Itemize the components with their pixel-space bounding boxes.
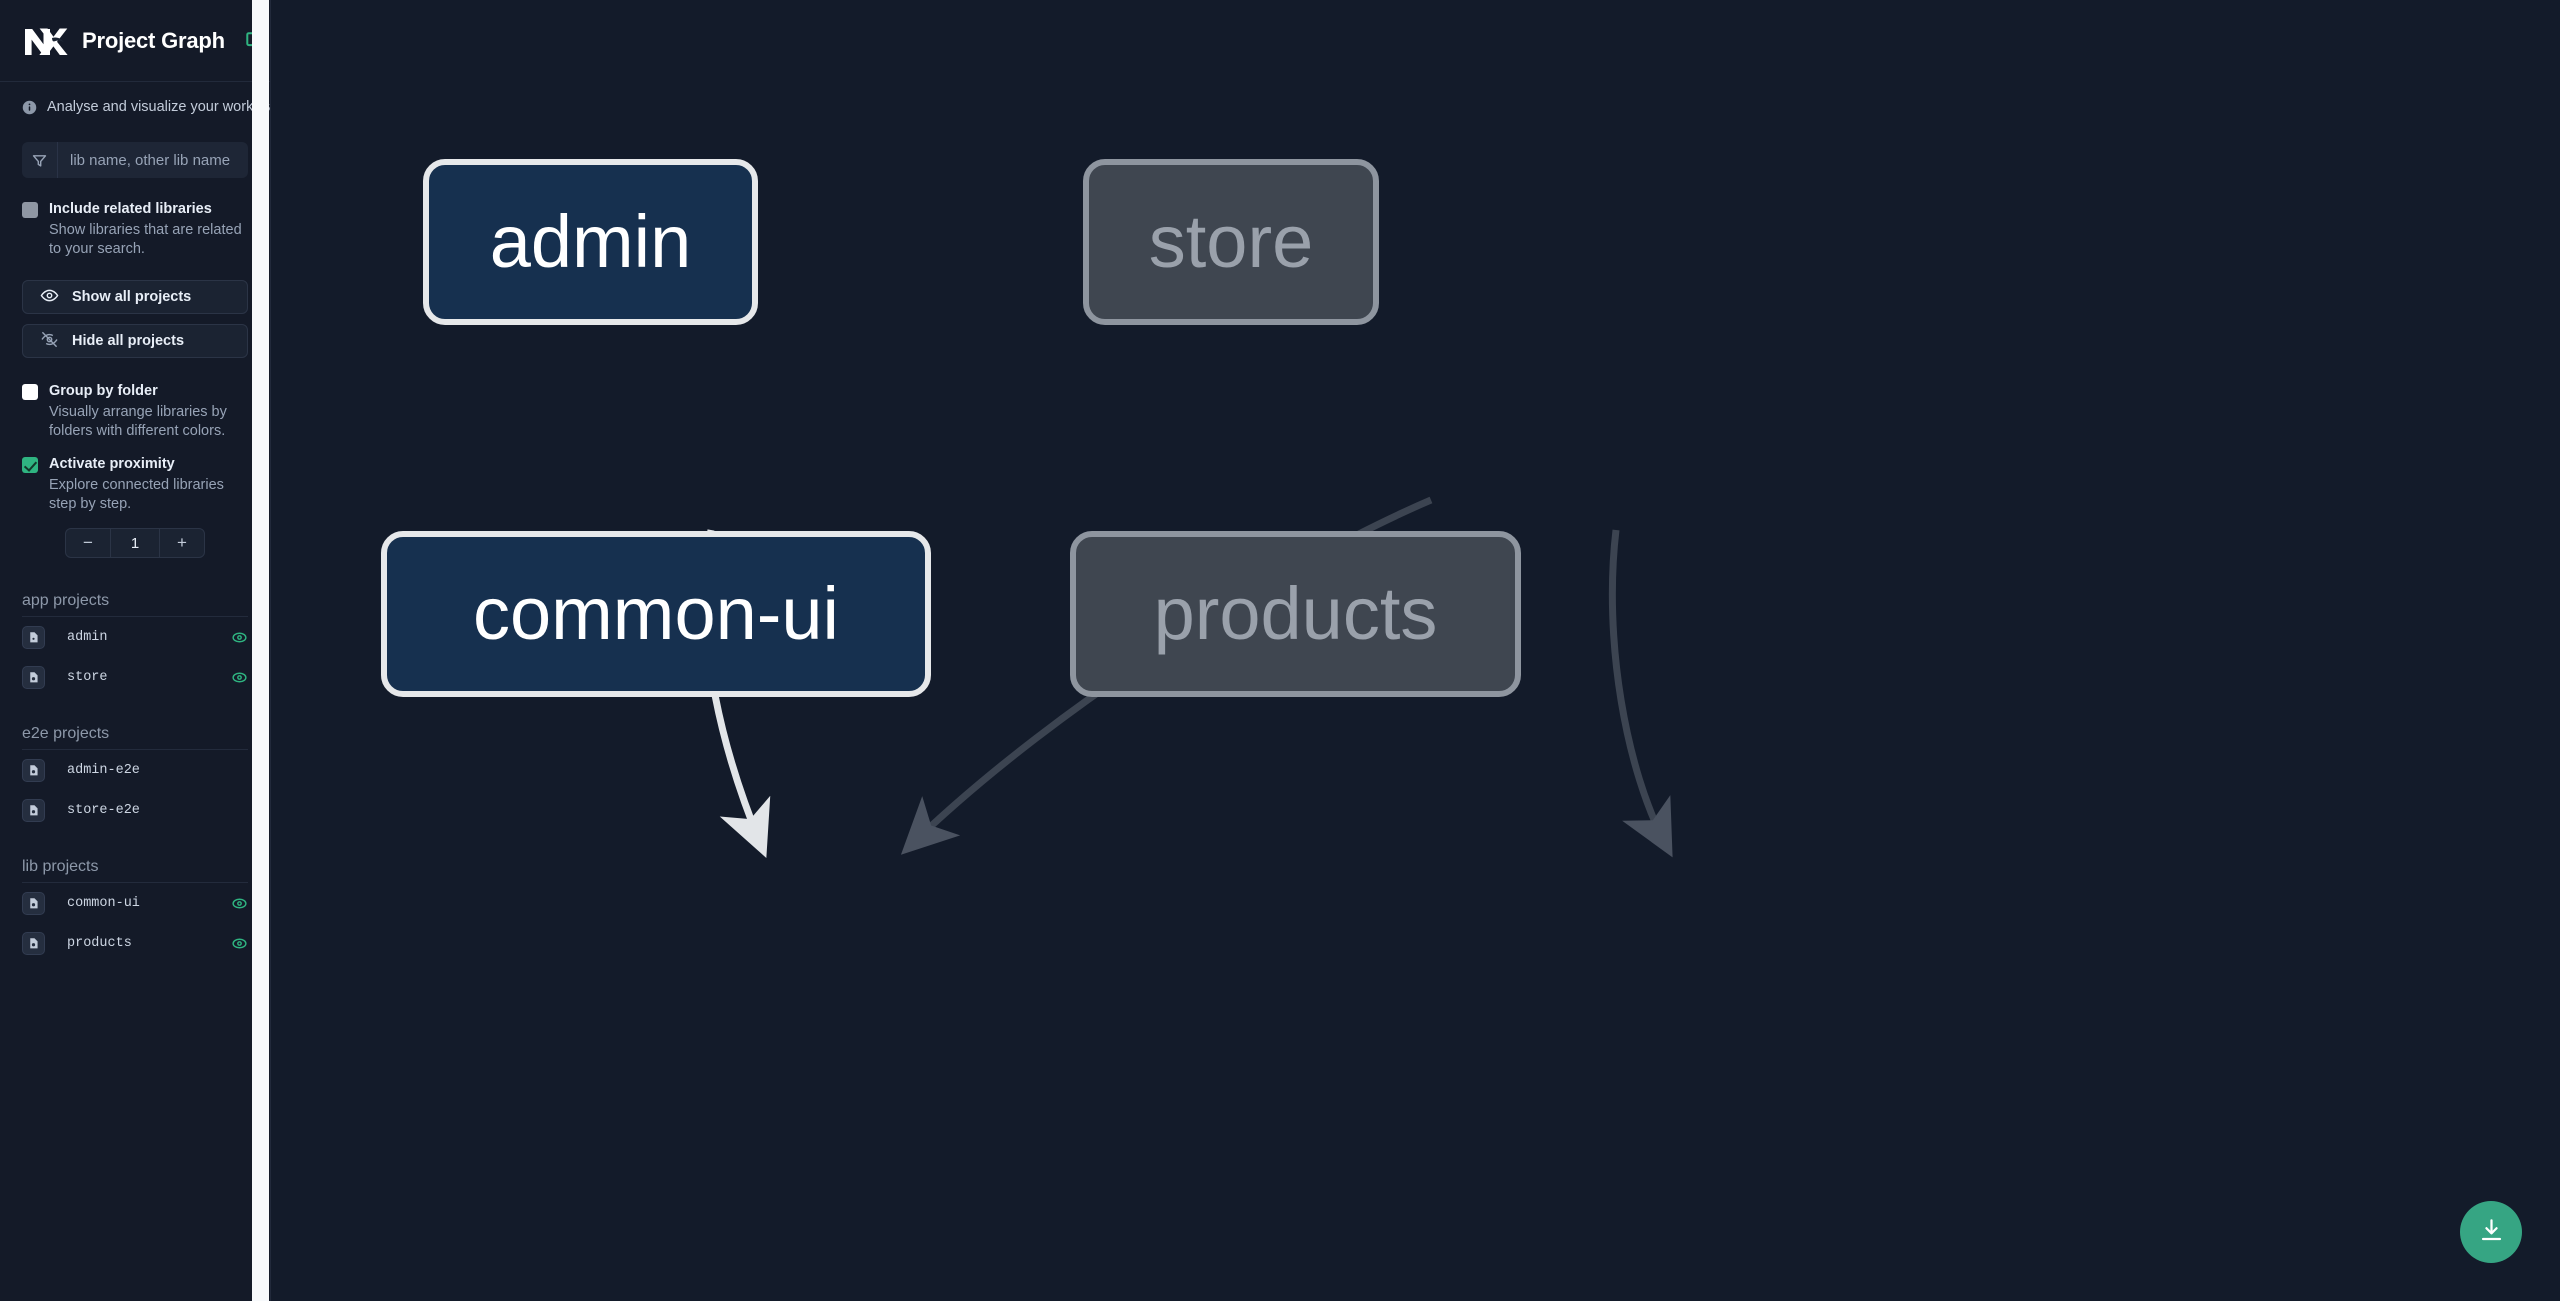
sidebar: Project Graph Analyse and visualize your… (0, 0, 271, 1301)
group-title-lib-projects: lib projects (22, 858, 99, 875)
divider (22, 882, 248, 883)
proximity-value: 1 (110, 529, 160, 557)
proximity-decrement-button[interactable]: − (66, 529, 110, 557)
workspace-info: Analyse and visualize your workspace. (0, 82, 270, 115)
option-description: Show libraries that are related to your … (49, 222, 242, 257)
project-name: admin (67, 629, 108, 645)
project-file-icon (22, 758, 45, 782)
project-file-icon (22, 798, 45, 822)
project-file-icon (22, 665, 45, 689)
project-file-icon (22, 625, 45, 649)
proximity-stepper: − 1 + (22, 528, 248, 558)
eye-icon[interactable] (231, 669, 248, 686)
proximity-increment-button[interactable]: + (160, 529, 204, 557)
project-name: store (67, 669, 108, 685)
option-label: Activate proximity (49, 456, 175, 472)
search-input[interactable] (58, 142, 248, 178)
group-by-folder-checkbox[interactable] (22, 384, 38, 400)
graph-node-common-ui[interactable]: common-ui (381, 531, 931, 697)
hide-all-projects-button[interactable]: Hide all projects (22, 324, 248, 358)
filter-icon (22, 142, 58, 178)
graph-node-store[interactable]: store (1083, 159, 1379, 325)
option-label: Group by folder (49, 383, 158, 399)
project-row-common-ui[interactable]: common-ui (0, 883, 270, 923)
sidebar-scrollbar[interactable] (252, 0, 269, 1301)
graph-canvas[interactable]: admin store common-ui products (271, 0, 2560, 1301)
graph-node-label: admin (489, 200, 692, 283)
project-name: store-e2e (67, 802, 140, 818)
graph-node-label: store (1148, 200, 1314, 283)
project-row-store[interactable]: store (0, 657, 270, 697)
download-icon (2478, 1217, 2505, 1247)
hide-all-projects-label: Hide all projects (72, 333, 185, 349)
option-include-related-libraries[interactable]: Include related libraries Show libraries… (0, 200, 270, 259)
edge-store-to-products (1608, 529, 1673, 858)
project-row-products[interactable]: products (0, 923, 270, 963)
divider (22, 749, 248, 750)
include-related-libraries-checkbox[interactable] (22, 202, 38, 218)
graph-node-label: products (1153, 572, 1438, 655)
activate-proximity-checkbox[interactable] (22, 457, 38, 473)
eye-icon[interactable] (231, 935, 248, 952)
project-file-icon (22, 931, 45, 955)
workspace-info-text: Analyse and visualize your workspace. (47, 99, 270, 115)
eye-off-icon (40, 330, 59, 353)
project-name: common-ui (67, 895, 140, 911)
project-file-icon (22, 891, 45, 915)
option-label: Include related libraries (49, 201, 212, 217)
option-activate-proximity[interactable]: Activate proximity Explore connected lib… (0, 455, 270, 514)
group-title-e2e-projects: e2e projects (22, 725, 110, 742)
graph-node-label: common-ui (473, 572, 839, 655)
sidebar-header: Project Graph (0, 0, 270, 82)
project-name: admin-e2e (67, 762, 140, 778)
graph-node-products[interactable]: products (1070, 531, 1521, 697)
group-title-app-projects: app projects (22, 592, 110, 609)
divider (22, 616, 248, 617)
page-title: Project Graph (82, 27, 225, 53)
option-description: Explore connected libraries step by step… (49, 477, 224, 512)
eye-icon[interactable] (231, 629, 248, 646)
option-group-by-folder[interactable]: Group by folder Visually arrange librari… (0, 382, 270, 441)
project-row-admin-e2e[interactable]: admin-e2e (0, 750, 270, 790)
show-all-projects-button[interactable]: Show all projects (22, 280, 248, 314)
nx-logo-icon (22, 21, 68, 61)
project-name: products (67, 935, 132, 951)
show-all-projects-label: Show all projects (72, 289, 192, 305)
project-row-admin[interactable]: admin (0, 617, 270, 657)
search-field[interactable] (22, 142, 248, 178)
graph-node-admin[interactable]: admin (423, 159, 758, 325)
download-graph-button[interactable] (2460, 1201, 2522, 1263)
option-description: Visually arrange libraries by folders wi… (49, 404, 227, 439)
eye-icon[interactable] (231, 895, 248, 912)
project-row-store-e2e[interactable]: store-e2e (0, 790, 270, 830)
eye-icon (40, 286, 59, 309)
info-icon (22, 100, 37, 115)
